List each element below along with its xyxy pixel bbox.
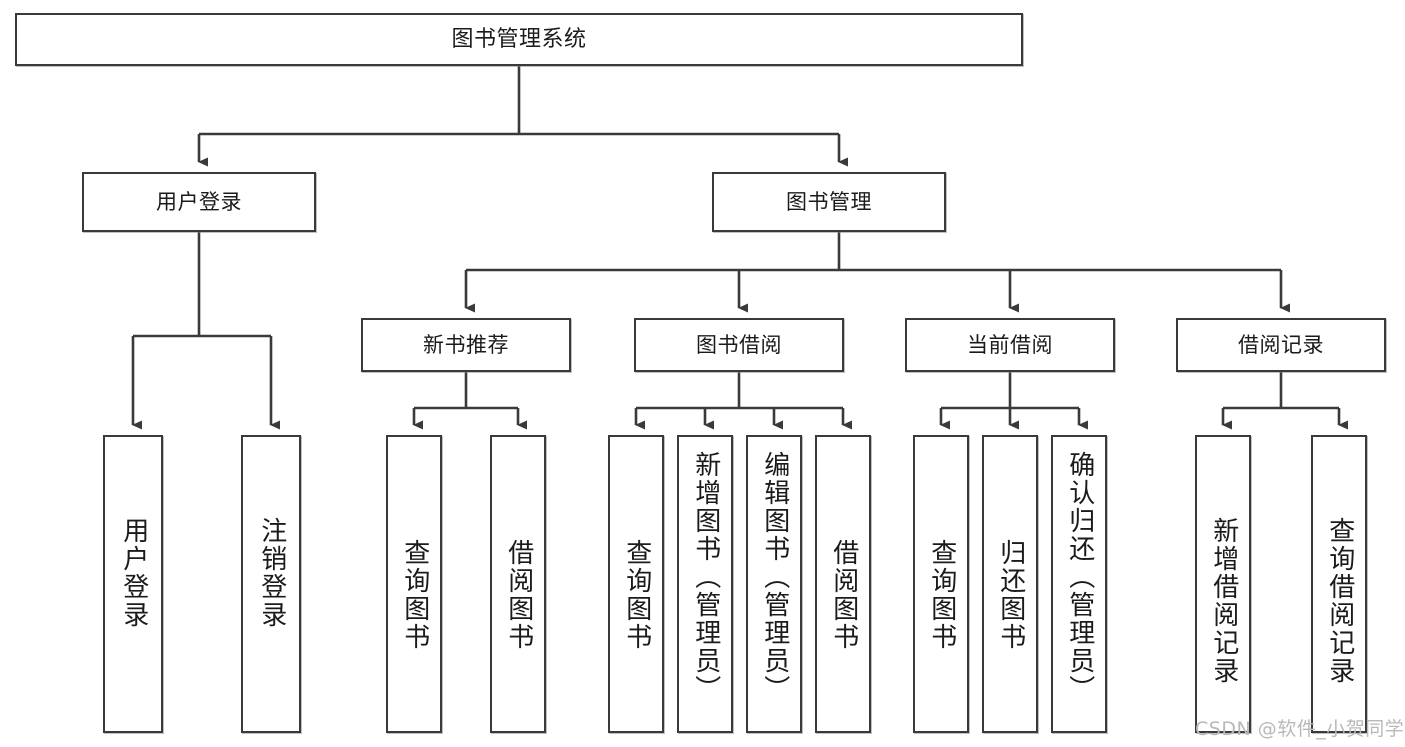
node-new-book-recommend[interactable]: 新书推荐 bbox=[361, 318, 571, 372]
node-label: 查询图书 bbox=[926, 539, 957, 651]
node-leaf-query-book-2[interactable]: 查询图书 bbox=[608, 435, 664, 733]
node-label: 查询借阅记录 bbox=[1324, 517, 1355, 685]
node-label: 查询图书 bbox=[621, 539, 652, 651]
csdn-watermark: CSDN @软件_小贺同学 bbox=[1195, 718, 1405, 740]
node-leaf-logout[interactable]: 注销登录 bbox=[241, 435, 301, 733]
node-label: 借阅图书 bbox=[828, 539, 859, 651]
node-leaf-add-borrow-record[interactable]: 新增借阅记录 bbox=[1195, 435, 1251, 733]
node-label: 图书借阅 bbox=[696, 332, 782, 357]
node-label: 用户登录 bbox=[118, 517, 149, 629]
node-label: 当前借阅 bbox=[967, 332, 1053, 357]
node-label: 借阅图书 bbox=[503, 539, 534, 651]
node-leaf-add-book[interactable]: 新增图书（管理员） bbox=[677, 435, 733, 733]
node-label: 注销登录 bbox=[256, 517, 287, 629]
node-leaf-query-borrow-record[interactable]: 查询借阅记录 bbox=[1311, 435, 1367, 733]
node-current-borrow[interactable]: 当前借阅 bbox=[905, 318, 1115, 372]
node-label: 新增图书（管理员） bbox=[690, 451, 721, 703]
node-leaf-confirm-return[interactable]: 确认归还（管理员） bbox=[1051, 435, 1107, 733]
node-label: 图书管理系统 bbox=[451, 26, 587, 52]
node-label: 用户登录 bbox=[156, 189, 242, 214]
node-user-login[interactable]: 用户登录 bbox=[82, 172, 316, 232]
node-label: 新书推荐 bbox=[423, 332, 509, 357]
node-leaf-borrow-book-1[interactable]: 借阅图书 bbox=[490, 435, 546, 733]
node-leaf-return-book[interactable]: 归还图书 bbox=[982, 435, 1038, 733]
node-label: 图书管理 bbox=[786, 189, 872, 214]
node-label: 确认归还（管理员） bbox=[1064, 451, 1095, 703]
node-label: 编辑图书（管理员） bbox=[759, 451, 790, 703]
node-book-borrow[interactable]: 图书借阅 bbox=[634, 318, 844, 372]
node-leaf-borrow-book-2[interactable]: 借阅图书 bbox=[815, 435, 871, 733]
node-borrow-record[interactable]: 借阅记录 bbox=[1176, 318, 1386, 372]
node-book-manage[interactable]: 图书管理 bbox=[712, 172, 946, 232]
node-leaf-edit-book[interactable]: 编辑图书（管理员） bbox=[746, 435, 802, 733]
node-root-system[interactable]: 图书管理系统 bbox=[15, 13, 1023, 66]
node-label: 归还图书 bbox=[995, 539, 1026, 651]
node-label: 新增借阅记录 bbox=[1208, 517, 1239, 685]
node-label: 借阅记录 bbox=[1238, 332, 1324, 357]
node-leaf-query-book-1[interactable]: 查询图书 bbox=[386, 435, 442, 733]
node-leaf-query-book-3[interactable]: 查询图书 bbox=[913, 435, 969, 733]
node-leaf-user-login[interactable]: 用户登录 bbox=[103, 435, 163, 733]
node-label: 查询图书 bbox=[399, 539, 430, 651]
